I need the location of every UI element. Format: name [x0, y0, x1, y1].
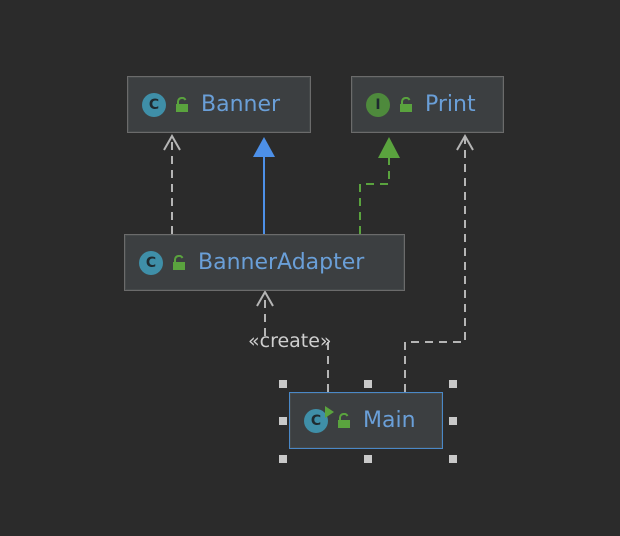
node-banner[interactable]: C Banner [127, 76, 311, 133]
class-icon: C [139, 250, 163, 275]
lock-icon [338, 412, 350, 428]
create-stereotype-label: «create» [248, 330, 332, 352]
edge-main-banneradapter-create[interactable] [256, 289, 329, 392]
resize-handle-bottom-center[interactable] [364, 455, 372, 463]
run-icon [325, 405, 334, 418]
node-print[interactable]: I Print [351, 76, 504, 133]
node-banneradapter[interactable]: C BannerAdapter [124, 234, 405, 291]
interface-icon: I [366, 92, 390, 117]
class-icon: C [142, 92, 166, 117]
resize-handle-top-center[interactable] [364, 380, 372, 388]
edge-banneradapter-banner-dependency[interactable] [163, 133, 181, 234]
edge-main-print-dependency[interactable] [404, 133, 474, 392]
resize-handle-top-left[interactable] [279, 380, 287, 388]
resize-handle-top-right[interactable] [449, 380, 457, 388]
node-label-main: Main [363, 408, 416, 433]
resize-handle-bottom-right[interactable] [449, 455, 457, 463]
lock-icon [176, 96, 188, 112]
node-label-print: Print [425, 92, 476, 117]
lock-icon [400, 96, 412, 112]
node-label-banner: Banner [201, 92, 281, 117]
resize-handle-bottom-left[interactable] [279, 455, 287, 463]
edge-banneradapter-banner-inheritance[interactable] [253, 137, 275, 234]
class-icon: C [304, 405, 334, 433]
lock-icon [173, 254, 185, 270]
node-label-banneradapter: BannerAdapter [198, 250, 365, 275]
resize-handle-middle-right[interactable] [449, 417, 457, 425]
node-main[interactable]: C Main [289, 392, 443, 449]
resize-handle-middle-left[interactable] [279, 417, 287, 425]
edge-banneradapter-print-realization[interactable] [359, 137, 400, 234]
